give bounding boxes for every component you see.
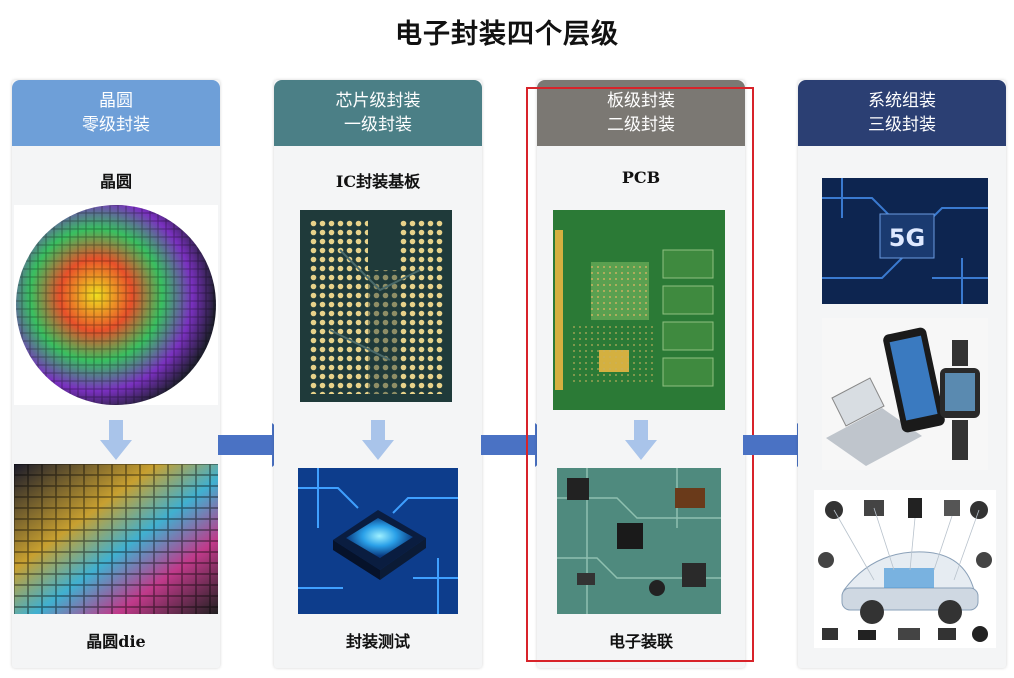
down-arrow-icon <box>625 420 657 460</box>
automotive-electronics-image <box>814 490 996 648</box>
column-wafer: 晶圆 零级封装 晶圆 <box>12 80 220 668</box>
column-header: 晶圆 零级封装 <box>12 80 220 146</box>
top-label: PCB <box>621 168 661 187</box>
ic-substrate-image <box>300 210 452 402</box>
column-board-level: 板级封装 二级封装 PCB <box>537 80 745 668</box>
5g-board-image: 5G <box>822 178 988 304</box>
pcb-image <box>553 210 725 410</box>
wafer-image <box>14 205 218 405</box>
header-line-2: 二级封装 <box>607 115 675 135</box>
down-arrow-icon <box>100 420 132 460</box>
svg-text:5G: 5G <box>889 224 925 252</box>
column-header: 板级封装 二级封装 <box>537 80 745 146</box>
bottom-label: 晶圆die <box>86 632 146 651</box>
top-label: IC封装基板 <box>335 172 421 191</box>
top-label: 晶圆 <box>99 172 132 191</box>
header-line-2: 三级封装 <box>868 115 936 135</box>
bottom-label: 电子装联 <box>608 632 673 651</box>
bottom-label: 封装测试 <box>345 632 410 651</box>
header-line-2: 一级封装 <box>344 115 412 135</box>
header-line-1: 晶圆 <box>99 91 133 111</box>
wafer-die-image <box>14 464 218 614</box>
mobile-devices-image <box>822 318 988 470</box>
column-header: 芯片级封装 一级封装 <box>274 80 482 146</box>
header-line-2: 零级封装 <box>82 115 150 135</box>
page-title: 电子封装四个层级 <box>395 19 619 50</box>
column-chip-package: 芯片级封装 一级封装 IC封装基板 <box>274 80 482 668</box>
down-arrow-icon <box>362 420 394 460</box>
pcba-image <box>557 468 721 614</box>
header-line-1: 芯片级封装 <box>335 91 421 111</box>
header-line-1: 板级封装 <box>607 91 675 111</box>
chip-package-image <box>298 468 458 614</box>
column-header: 系统组装 三级封装 <box>798 80 1006 146</box>
column-system-assembly: 系统组装 三级封装 5G <box>798 80 1006 668</box>
header-line-1: 系统组装 <box>868 91 936 111</box>
